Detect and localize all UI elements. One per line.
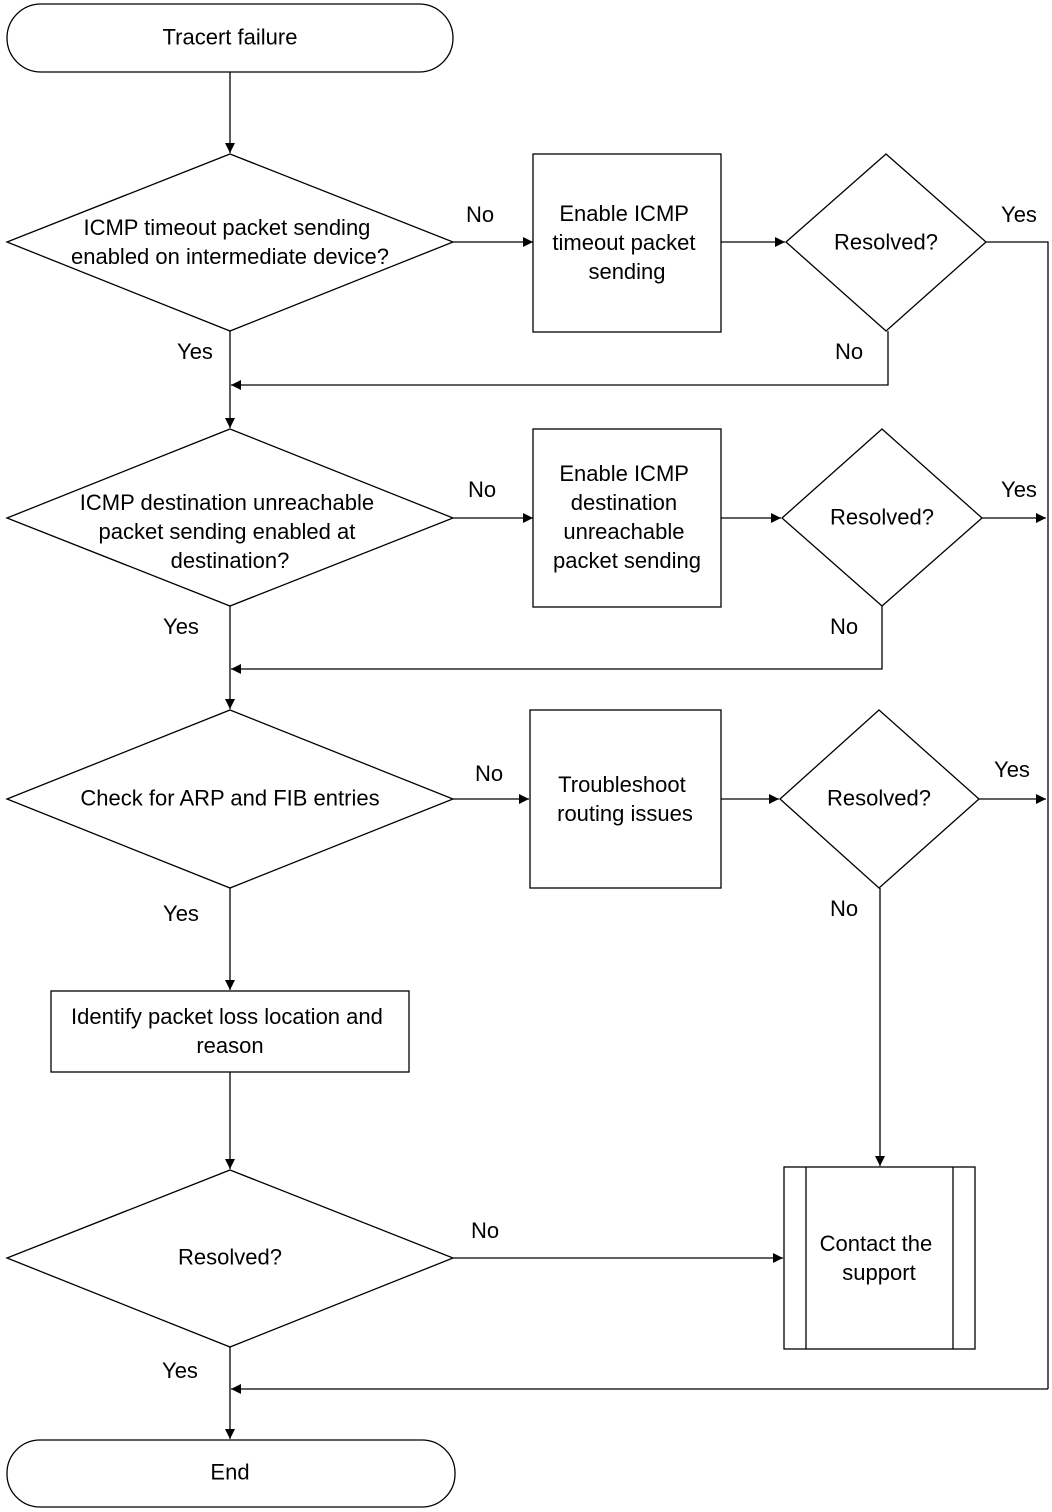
action-enable-icmp-unreachable: Enable ICMP destination unreachable pack… — [532, 428, 722, 608]
decision-icmp-unreachable-label: ICMP destination unreachable packet send… — [80, 490, 380, 573]
decision-arp-fib: Check for ARP and FIB entries — [5, 709, 455, 889]
action-enable-icmp-unreachable-line-2: destination — [571, 490, 677, 515]
action-enable-icmp-timeout-label: Enable ICMP timeout packet sending — [552, 201, 701, 284]
decision-resolved-4: Resolved? — [5, 1169, 455, 1348]
label-q-arp-no: No — [475, 761, 503, 786]
label-r2-no: No — [830, 614, 858, 639]
decision-resolved-3-label: Resolved? — [827, 786, 931, 811]
decision-icmp-unreachable-line-3: destination? — [171, 548, 290, 573]
action-identify-packet-loss-line-2: reason — [196, 1033, 263, 1058]
label-q-unreach-yes: Yes — [163, 614, 199, 639]
action-enable-icmp-timeout-line-2: timeout packet — [552, 230, 695, 255]
start-label: Tracert failure — [163, 25, 298, 50]
decision-resolved-4-label: Resolved? — [178, 1245, 282, 1270]
start-terminal: Tracert failure — [6, 3, 454, 73]
decision-icmp-timeout: ICMP timeout packet sending enabled on i… — [5, 153, 455, 332]
label-r1-no: No — [835, 339, 863, 364]
process-contact-support: Contact the support — [783, 1166, 976, 1350]
label-r4-no: No — [471, 1218, 499, 1243]
edge-labels: No Yes Yes No No Yes Yes No No Yes Yes N… — [162, 202, 1037, 1383]
label-q-timeout-no: No — [466, 202, 494, 227]
decision-resolved-1: Resolved? — [785, 153, 987, 332]
action-enable-icmp-timeout: Enable ICMP timeout packet sending — [532, 153, 722, 333]
action-identify-packet-loss-label: Identify packet loss location and reason — [71, 1004, 389, 1058]
label-r3-no: No — [830, 896, 858, 921]
process-contact-support-line-2: support — [842, 1260, 915, 1285]
action-enable-icmp-unreachable-label: Enable ICMP destination unreachable pack… — [553, 461, 701, 573]
label-r2-yes: Yes — [1001, 477, 1037, 502]
end-label: End — [210, 1460, 249, 1485]
label-r4-yes: Yes — [162, 1358, 198, 1383]
action-enable-icmp-timeout-line-1: Enable ICMP — [559, 201, 688, 226]
label-r3-yes: Yes — [994, 757, 1030, 782]
decision-icmp-unreachable-line-2: packet sending enabled at — [99, 519, 356, 544]
decision-icmp-timeout-line-2: enabled on intermediate device? — [71, 244, 389, 269]
edge-r2-no — [231, 606, 883, 674]
edge-r1-no — [231, 331, 889, 390]
decision-icmp-timeout-label: ICMP timeout packet sending enabled on i… — [71, 215, 389, 269]
decision-icmp-unreachable: ICMP destination unreachable packet send… — [5, 428, 455, 607]
action-enable-icmp-timeout-line-3: sending — [588, 259, 665, 284]
label-q-timeout-yes: Yes — [177, 339, 213, 364]
decision-resolved-2: Resolved? — [781, 428, 983, 607]
action-identify-packet-loss-line-1: Identify packet loss location and — [71, 1004, 383, 1029]
decision-arp-fib-label: Check for ARP and FIB entries — [80, 786, 379, 811]
decision-resolved-2-label: Resolved? — [830, 505, 934, 530]
action-troubleshoot-routing-line-1: Troubleshoot — [558, 772, 686, 797]
label-q-unreach-no: No — [468, 477, 496, 502]
label-r1-yes: Yes — [1001, 202, 1037, 227]
decision-resolved-1-label: Resolved? — [834, 230, 938, 255]
action-identify-packet-loss: Identify packet loss location and reason — [50, 990, 410, 1073]
edge-r1-yes-bus — [986, 241, 1049, 1389]
connectors — [225, 72, 1049, 1439]
action-troubleshoot-routing-line-2: routing issues — [557, 801, 693, 826]
end-terminal: End — [6, 1439, 456, 1508]
action-enable-icmp-unreachable-line-3: unreachable — [563, 519, 684, 544]
process-contact-support-label: Contact the support — [820, 1231, 939, 1285]
decision-icmp-unreachable-line-1: ICMP destination unreachable — [80, 490, 374, 515]
action-troubleshoot-routing: Troubleshoot routing issues — [529, 709, 722, 889]
action-enable-icmp-unreachable-line-4: packet sending — [553, 548, 701, 573]
action-enable-icmp-unreachable-line-1: Enable ICMP — [559, 461, 688, 486]
action-troubleshoot-routing-label: Troubleshoot routing issues — [557, 772, 693, 826]
label-q-arp-yes: Yes — [163, 901, 199, 926]
process-contact-support-line-1: Contact the — [820, 1231, 933, 1256]
decision-resolved-3: Resolved? — [779, 709, 980, 889]
decision-icmp-timeout-line-1: ICMP timeout packet sending — [83, 215, 370, 240]
